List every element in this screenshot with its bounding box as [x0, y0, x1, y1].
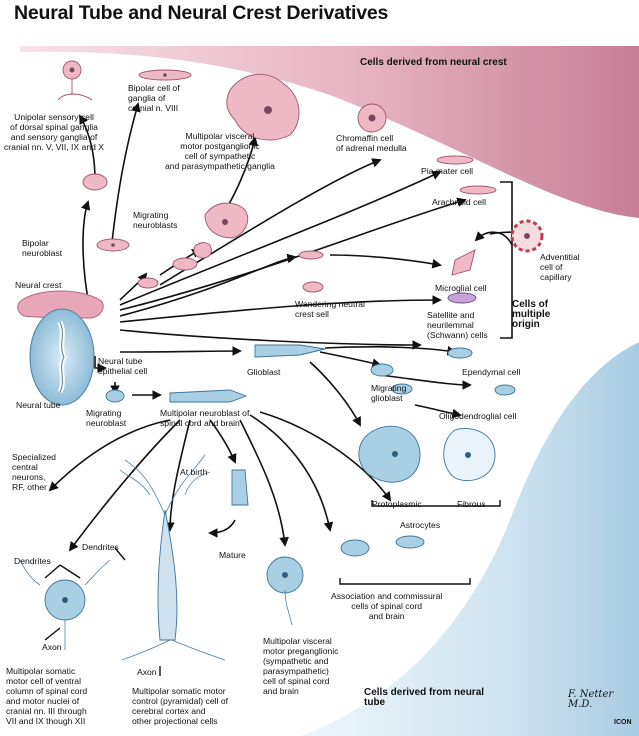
dendrites-top-label: Dendrites	[82, 542, 119, 552]
at-birth-label: At birth	[180, 467, 208, 477]
neural-crest-region	[20, 46, 639, 218]
chromaffin-label: Chromaffin cell of adrenal medulla	[336, 133, 407, 153]
pia-label: Pia mater cell	[421, 166, 474, 176]
adventitial-label: Adventitial cell of capillary	[540, 252, 580, 282]
bipolar-neuroblast-label: Bipolar neuroblast	[22, 238, 63, 258]
astrocytes-label: Astrocytes	[400, 520, 441, 530]
migrating-neuroblast-label: Migrating neuroblast	[86, 408, 127, 428]
unipolar-label: Unipolar sensory cell of dorsal spinal g…	[4, 112, 105, 152]
signature: F. Netter M.D.	[568, 689, 614, 710]
neural-tube-section	[17, 290, 104, 406]
mature-label: Mature	[219, 550, 246, 560]
neural-tube-epithelial-label: Neural tube epithelial cell	[98, 356, 148, 376]
brackets	[44, 500, 501, 676]
pyramidal-label: Multipolar somatic motor control (pyrami…	[132, 686, 228, 726]
wandering-label: Wandering neutral crest sell	[295, 299, 365, 319]
logo: ICON	[614, 719, 632, 726]
neural-tube-region	[300, 342, 639, 736]
oligodendroglial-label: Oligodendroglial cell	[439, 411, 517, 421]
axon-mid-label: Axon	[137, 667, 157, 677]
fibrous-label: Fibrous	[457, 499, 486, 509]
tube-region-label: Cells derived from neural tube	[364, 687, 485, 708]
neural-tube-label: Neural tube	[16, 400, 61, 410]
multipolar-visceral-post-label: Multipolar visceral motor postganglionic…	[165, 131, 275, 171]
migrating-glioblast-label: Migrating glioblast	[371, 383, 407, 403]
association-label: Association and commissural cells of spi…	[331, 591, 443, 621]
bipolar-viii-label: Bipolar cell of ganglia of cranial n. VI…	[128, 83, 180, 113]
arachnoid-label: Arachnoid cell	[432, 197, 486, 207]
multipolar-neuroblast-label: Multipolar neuroblast of spinal cord and…	[160, 408, 250, 428]
dendrites-left-label: Dendrites	[14, 556, 51, 566]
specialized-label: Specialized central neurons, RF, other	[12, 452, 56, 492]
dendrite-tree	[19, 454, 293, 661]
nuclei	[62, 67, 530, 603]
multiple-origin-label: Cells of multiple origin	[512, 299, 551, 330]
crest-region-label: Cells derived from neural crest	[360, 57, 507, 68]
multipolar-somatic-label: Multipolar somatic motor cell of ventral…	[6, 666, 88, 726]
satellite-label: Satellite and neurilemmal (Schwann) cell…	[427, 310, 488, 340]
protoplasmic-label: Protoplasmic	[372, 499, 422, 509]
microglial-label: Microglial cell	[435, 283, 487, 293]
neural-crest-label: Neural crest	[15, 280, 62, 290]
glioblast-label: Glioblast	[247, 367, 281, 377]
axon-left-label: Axon	[42, 642, 62, 652]
diagram-title: Neural Tube and Neural Crest Derivatives	[14, 2, 389, 24]
multipolar-pre-label: Multipolar visceral motor preganglionic …	[263, 636, 339, 696]
ependymal-label: Ependymal cell	[462, 367, 521, 377]
migrating-neuroblasts-label: Migrating neuroblasts	[133, 210, 178, 230]
